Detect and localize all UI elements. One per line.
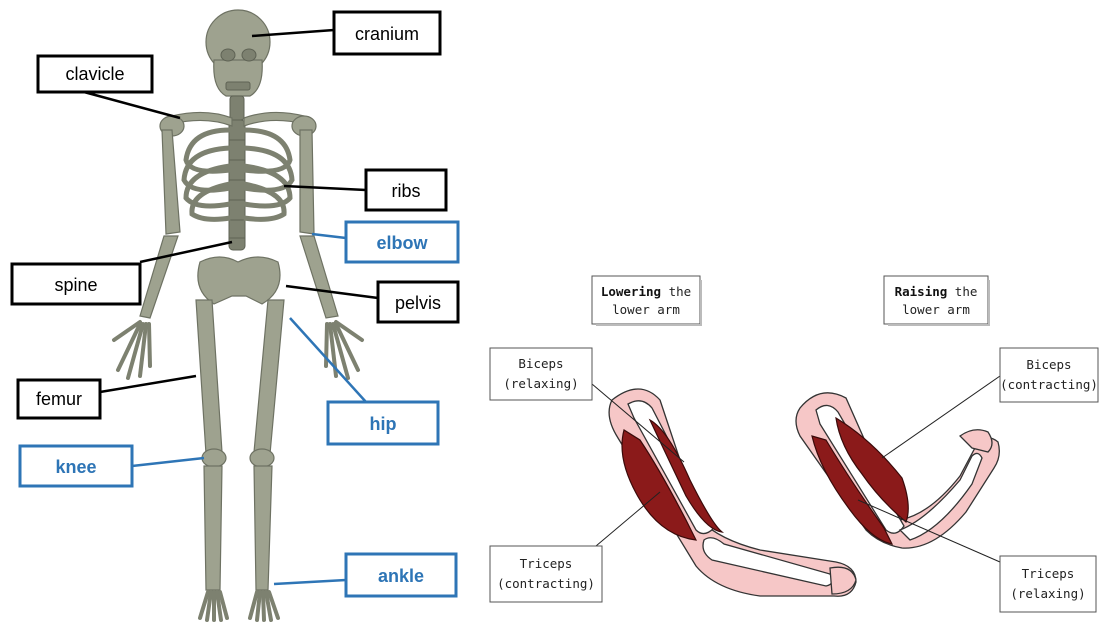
pelvis-bone — [198, 257, 280, 304]
label-raising-box: Raising the lower arm — [884, 276, 990, 325]
svg-text:Raising the: Raising the — [895, 284, 978, 299]
svg-text:(relaxing): (relaxing) — [503, 376, 578, 391]
tibia-right — [254, 466, 272, 590]
svg-text:ankle: ankle — [378, 566, 424, 586]
svg-text:(contracting): (contracting) — [497, 576, 595, 591]
label-cranium: cranium — [334, 12, 440, 54]
foot-left — [200, 592, 227, 620]
label-clavicle: clavicle — [38, 56, 152, 92]
foot-right — [250, 592, 278, 620]
svg-text:Triceps: Triceps — [520, 556, 573, 571]
label-lowering-box: Lowering the lower arm — [592, 276, 702, 325]
svg-text:clavicle: clavicle — [65, 64, 124, 84]
label-femur: femur — [18, 380, 100, 418]
svg-text:lower arm: lower arm — [612, 302, 680, 317]
svg-text:hip: hip — [370, 414, 397, 434]
label-spine: spine — [12, 264, 140, 304]
skeleton-figure — [114, 10, 362, 620]
label-hip: hip — [328, 402, 438, 444]
femur-right — [254, 300, 284, 454]
svg-text:cranium: cranium — [355, 24, 419, 44]
hand-right — [326, 322, 362, 378]
forearm-left — [140, 236, 178, 318]
svg-text:(relaxing): (relaxing) — [1010, 586, 1085, 601]
svg-text:Biceps: Biceps — [1026, 357, 1071, 372]
svg-text:Triceps: Triceps — [1022, 566, 1075, 581]
humerus-left — [162, 130, 180, 234]
hand-left — [114, 322, 150, 378]
svg-text:elbow: elbow — [376, 233, 428, 253]
femur-left — [196, 300, 222, 454]
label-knee: knee — [20, 446, 132, 486]
humerus-right — [300, 130, 314, 234]
label-biceps-contracting: Biceps (contracting) — [1000, 348, 1098, 402]
label-elbow: elbow — [346, 222, 458, 262]
svg-text:spine: spine — [54, 275, 97, 295]
tibia-left — [204, 466, 222, 590]
label-biceps-relaxing: Biceps (relaxing) — [490, 348, 592, 400]
label-triceps-contracting: Triceps (contracting) — [490, 546, 602, 602]
svg-text:Lowering the: Lowering the — [601, 284, 691, 299]
forearm-right — [300, 236, 338, 318]
svg-text:femur: femur — [36, 389, 82, 409]
label-ribs: ribs — [366, 170, 446, 210]
svg-text:lower arm: lower arm — [902, 302, 970, 317]
svg-text:ribs: ribs — [391, 181, 420, 201]
label-ankle: ankle — [346, 554, 456, 596]
label-triceps-relaxing: Triceps (relaxing) — [1000, 556, 1096, 612]
svg-text:knee: knee — [55, 457, 96, 477]
skull — [206, 10, 270, 96]
svg-text:pelvis: pelvis — [395, 293, 441, 313]
svg-text:Biceps: Biceps — [518, 356, 563, 371]
arm-raising — [796, 393, 999, 548]
svg-text:(contracting): (contracting) — [1000, 377, 1098, 392]
label-pelvis: pelvis — [378, 282, 458, 322]
